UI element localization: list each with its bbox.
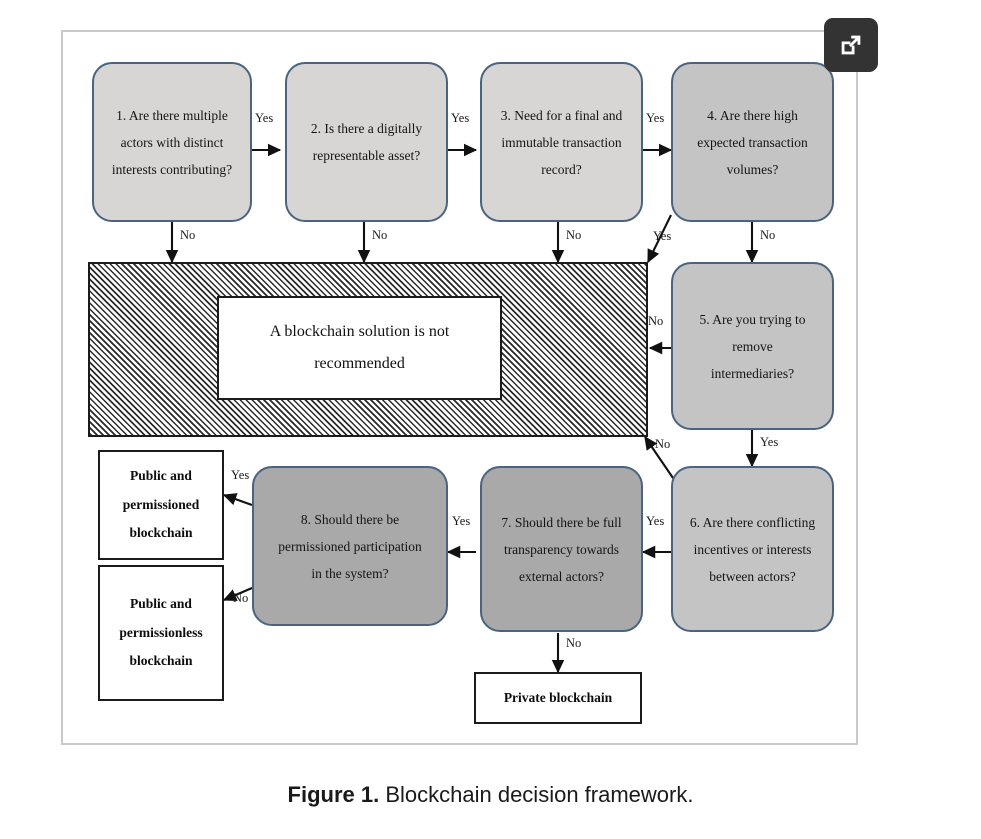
decision-node-1-line2: actors with distinct (120, 134, 224, 150)
decision-node-7[interactable]: 7. Should there be full transparency tow… (480, 466, 643, 632)
decision-node-8-line3: in the system? (311, 565, 389, 581)
decision-node-8[interactable]: 8. Should there be permissioned particip… (252, 466, 448, 626)
figure-caption-text: Blockchain decision framework. (379, 782, 694, 807)
edge-label-q6-yes: Yes (646, 514, 665, 528)
decision-node-6[interactable]: 6. Are there conflicting incentives or i… (671, 466, 834, 632)
outcome-public-permissioned-line2: permissioned (122, 496, 200, 512)
decision-node-2-line1: 2. Is there a digitally (310, 121, 423, 136)
decision-node-3-line3: record? (541, 161, 582, 177)
decision-node-6-line2: incentives or interests (693, 541, 812, 557)
decision-node-4-line1: 4. Are there high (707, 107, 798, 123)
decision-node-8-line1: 8. Should there be (300, 511, 400, 527)
not-recommended-box: A blockchain solution is not recommended (217, 296, 502, 400)
edge-label-q7-no: No (566, 636, 582, 650)
decision-node-5[interactable]: 5. Are you trying to remove intermediari… (671, 262, 834, 430)
outcome-public-permissionless-line3: blockchain (129, 653, 193, 669)
edge-label-q3-no: No (566, 228, 582, 242)
decision-node-7-line1: 7. Should there be full (501, 514, 622, 530)
decision-node-1-line1: 1. Are there multiple (116, 107, 228, 123)
expand-figure-button[interactable] (824, 18, 878, 72)
edge-label-q2-yes: Yes (451, 111, 470, 125)
outcome-public-permissioned-line3: blockchain (129, 525, 193, 541)
edge-label-q8-yes: Yes (231, 468, 250, 482)
open-in-new-icon (841, 35, 861, 55)
decision-node-3-line1: 3. Need for a final and (500, 107, 623, 123)
decision-node-6-line1: 6. Are there conflicting (689, 514, 816, 530)
figure-caption: Figure 1. Blockchain decision framework. (0, 782, 981, 808)
decision-node-4[interactable]: 4. Are there high expected transaction v… (671, 62, 834, 222)
edge-label-q2-no: No (372, 228, 388, 242)
decision-node-1-line3: interests contributing? (111, 161, 233, 177)
decision-node-3[interactable]: 3. Need for a final and immutable transa… (480, 62, 643, 222)
decision-node-1[interactable]: 1. Are there multiple actors with distin… (92, 62, 252, 222)
outcome-public-and-permissionless: Public and permissionless blockchain (98, 565, 224, 701)
outcome-private-blockchain: Private blockchain (474, 672, 642, 724)
edge-label-q4-no: No (760, 228, 776, 242)
outcome-private-line1: Private blockchain (503, 689, 613, 705)
decision-node-4-line3: volumes? (726, 161, 779, 177)
figure-caption-label: Figure 1. (287, 782, 380, 807)
decision-node-6-line3: between actors? (709, 568, 796, 584)
decision-node-7-line2: transparency towards (503, 541, 620, 557)
decision-node-8-line2: permissioned participation (278, 538, 422, 554)
edge-label-q4-yes: Yes (653, 229, 672, 243)
not-recommended-line2: recommended (314, 355, 405, 372)
outcome-public-permissioned-line1: Public and (130, 468, 192, 484)
decision-node-5-line3: intermediaries? (710, 365, 795, 381)
decision-node-4-line2: expected transaction (697, 134, 808, 150)
decision-node-2[interactable]: 2. Is there a digitally representable as… (285, 62, 448, 222)
decision-node-7-line3: external actors? (518, 568, 605, 584)
not-recommended-line1: A blockchain solution is not (269, 323, 450, 340)
edge-label-q7-yes: Yes (452, 514, 471, 528)
outcome-public-permissionless-line1: Public and (130, 596, 192, 612)
edge-label-q8-no: No (233, 591, 249, 605)
edge-label-q5-no: No (648, 314, 664, 328)
edge-label-q3-yes: Yes (646, 111, 665, 125)
decision-node-5-line1: 5. Are you trying to (699, 311, 806, 327)
outcome-public-permissionless-line2: permissionless (119, 624, 203, 640)
decision-node-3-line2: immutable transaction (501, 134, 622, 150)
edge-label-q1-yes: Yes (255, 111, 274, 125)
outcome-public-and-permissioned: Public and permissioned blockchain (98, 450, 224, 560)
decision-node-5-line2: remove (732, 338, 773, 354)
edge-label-q6-no: No (655, 437, 671, 451)
edge-label-q5-yes: Yes (760, 435, 779, 449)
decision-node-2-line2: representable asset? (312, 148, 421, 163)
edge-label-q1-no: No (180, 228, 196, 242)
